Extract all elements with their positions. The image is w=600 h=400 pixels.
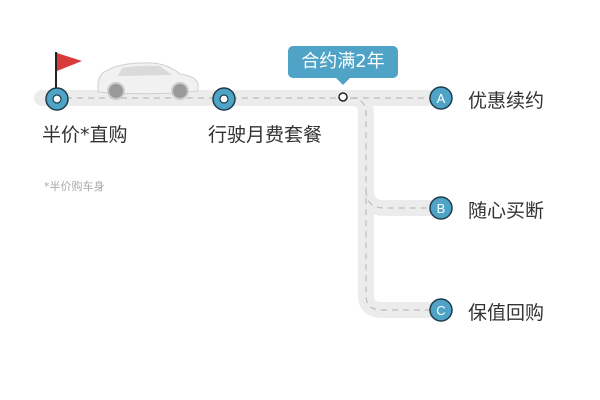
- car-icon: [97, 62, 199, 100]
- step-label: 半价*直购: [42, 124, 128, 146]
- option-node-a: A: [429, 86, 453, 110]
- footnote: *半价购车身: [44, 180, 105, 193]
- option-letter: C: [436, 303, 445, 318]
- road-dashes: [66, 97, 430, 311]
- milestone-badge: 合约满2年: [288, 46, 398, 85]
- option-letter: A: [437, 91, 446, 106]
- option-letter: B: [437, 201, 446, 216]
- option-label: 保值回购: [468, 302, 545, 324]
- option-node-c: C: [429, 298, 453, 322]
- step-node-2: [212, 87, 236, 111]
- step-label: 行驶月费套餐: [208, 124, 323, 146]
- option-label: 优惠续约: [468, 90, 545, 112]
- milestone-node: [338, 92, 348, 102]
- step-node-1: [45, 87, 69, 111]
- flag-icon: [55, 52, 82, 92]
- option-node-b: B: [429, 196, 453, 220]
- option-label: 随心买断: [468, 200, 545, 222]
